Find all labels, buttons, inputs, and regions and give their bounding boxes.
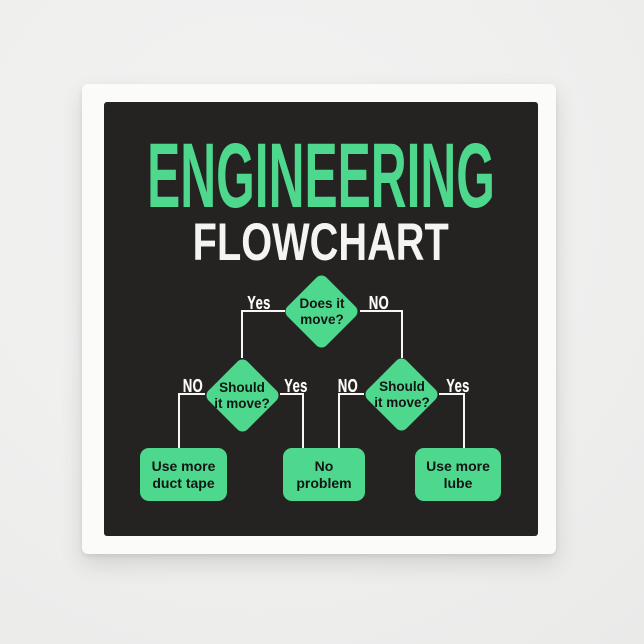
decision-should-it-move-right: Should it move? [354,379,450,411]
branch-label-root-yes: Yes [247,291,271,313]
connector-root-yes-vertical [241,310,243,358]
napkin: ENGINEERING FLOWCHART Yes NO NO Y [82,84,556,554]
connector-root-yes-horizontal [242,310,285,312]
decision-does-it-move-line1: Does it [299,296,345,311]
outcome-no-problem: No problem [283,448,365,501]
connector-right-yes-vertical [463,393,465,450]
title-engineering-text: ENGINEERING [147,125,495,227]
connector-right-yes-horizontal [439,393,465,395]
branch-label-left-yes: Yes [284,374,308,396]
connector-left-no-horizontal [179,393,205,395]
branch-label-left-no: NO [182,374,204,396]
outcome-use-more-lube: Use more lube [415,448,501,501]
title-engineering: ENGINEERING [104,130,538,222]
outcome-no-problem-line1: No [314,457,334,474]
connector-right-no-vertical [338,393,340,450]
branch-label-right-yes: Yes [446,374,470,396]
branch-label-root-no: NO [368,291,390,313]
decision-should-it-move-left-line2: it move? [214,396,270,411]
outcome-duct-tape-line1: Use more [151,457,216,474]
connector-left-yes-vertical [302,393,304,450]
outcome-use-more-duct-tape: Use more duct tape [140,448,227,501]
outcome-duct-tape-line2: duct tape [152,474,215,491]
print-area: ENGINEERING FLOWCHART Yes NO NO Y [104,102,538,536]
decision-does-it-move-line2: move? [300,312,344,327]
title-flowchart-text: FLOWCHART [192,213,450,272]
connector-right-no-horizontal [339,393,364,395]
decision-does-it-move: Does it move? [274,296,370,328]
connector-root-no-vertical [401,310,403,358]
title-flowchart: FLOWCHART [104,213,538,272]
decision-should-it-move-left: Should it move? [194,380,290,412]
decision-should-it-move-right-line2: it move? [374,395,430,410]
connector-left-yes-horizontal [280,393,304,395]
outcome-lube-line2: lube [443,474,473,491]
outcome-lube-line1: Use more [426,457,490,474]
connector-left-no-vertical [178,393,180,450]
outcome-no-problem-line2: problem [296,474,352,491]
decision-should-it-move-left-line1: Should [219,380,265,395]
branch-label-right-no: NO [337,374,359,396]
connector-root-no-horizontal [360,310,403,312]
decision-should-it-move-right-line1: Should [379,379,425,394]
